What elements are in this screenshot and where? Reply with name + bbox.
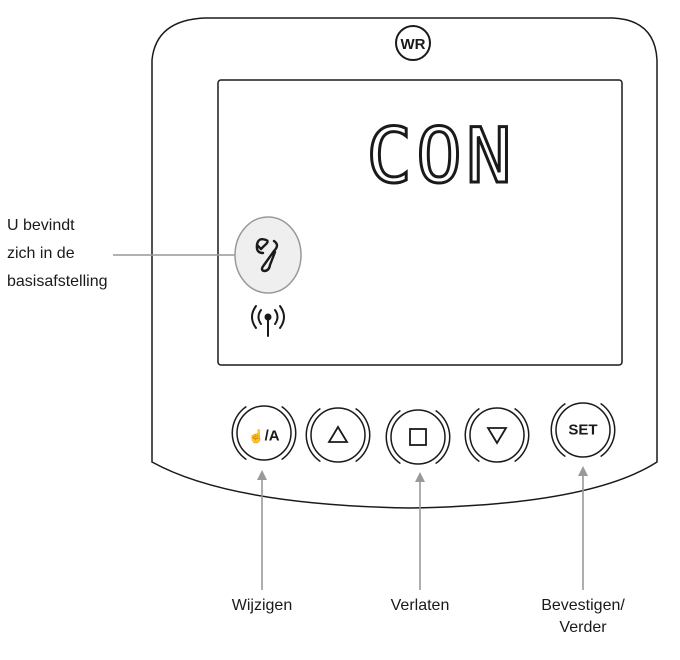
wrench-highlight	[234, 216, 302, 294]
hand-auto-button-graphic	[231, 405, 297, 461]
logo: WR	[395, 25, 431, 61]
label-verlaten: Verlaten	[390, 597, 450, 614]
set-label: SET	[568, 421, 598, 439]
label-verder: Verder	[559, 619, 607, 636]
down-button-graphic	[464, 407, 530, 463]
label-wijzigen: Wijzigen	[231, 597, 293, 614]
wrench-note-line-2: zich in de	[7, 245, 75, 262]
button-row	[231, 402, 616, 465]
arrow-head-3	[578, 466, 588, 476]
square-icon	[409, 428, 427, 446]
arrow-head-2	[415, 472, 425, 482]
button-bracket-left	[550, 402, 566, 458]
wrench-icon	[255, 237, 279, 273]
button-bracket-right	[435, 409, 451, 465]
lcd-screen	[217, 79, 623, 366]
lcd-main-text: CON	[366, 111, 515, 200]
down-button[interactable]	[467, 405, 527, 465]
button-bracket-right	[355, 407, 371, 463]
up-button-graphic	[305, 407, 371, 463]
triangle-up-icon	[327, 425, 349, 443]
hand-auto-button[interactable]	[234, 403, 294, 463]
logo-text: WR	[401, 36, 426, 53]
square-button-graphic	[385, 409, 451, 465]
arrow-callouts	[257, 466, 588, 590]
hand-auto-label: ☝/A	[248, 427, 280, 445]
set-button-graphic	[550, 402, 616, 458]
wireless-signal-icon	[251, 305, 285, 337]
up-button[interactable]	[308, 405, 368, 465]
wrench-note-line-1: U bevindt	[7, 217, 75, 234]
button-bracket-left	[464, 407, 480, 463]
set-button[interactable]	[553, 400, 613, 460]
square-button[interactable]	[388, 407, 448, 467]
hand-icon: ☝	[248, 428, 265, 444]
label-bevestigen: Bevestigen/	[541, 597, 625, 614]
button-bracket-right	[600, 402, 616, 458]
wrench-note-line-3: basisafstelling	[7, 273, 108, 290]
arrow-head-1	[257, 470, 267, 480]
button-bracket-left	[305, 407, 321, 463]
button-bracket-right	[514, 407, 530, 463]
button-bracket-right	[281, 405, 297, 461]
button-bracket-left	[231, 405, 247, 461]
triangle-down-icon	[486, 427, 508, 445]
button-bracket-left	[385, 409, 401, 465]
